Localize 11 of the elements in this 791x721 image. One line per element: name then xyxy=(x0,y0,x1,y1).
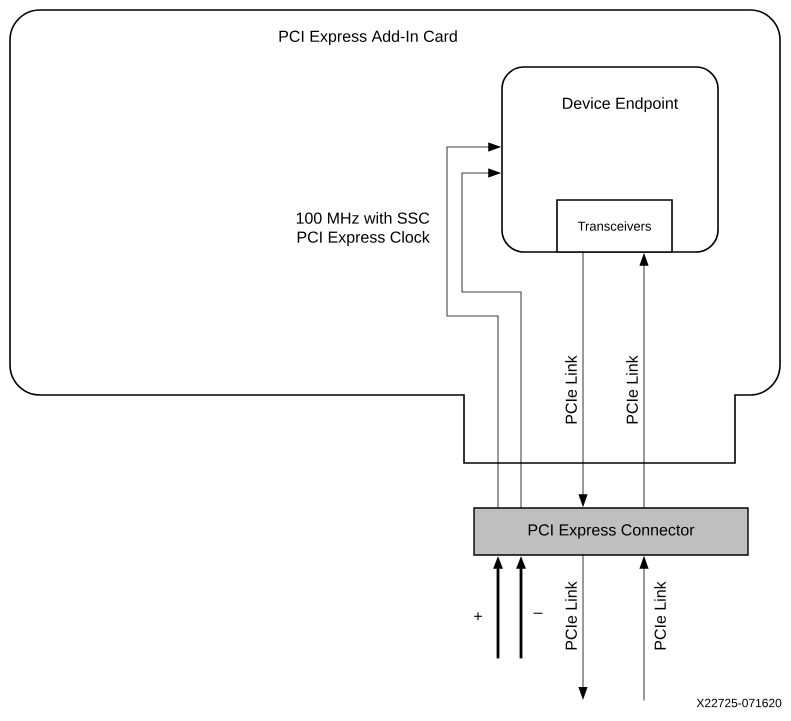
figure-id: X22725-071620 xyxy=(696,698,782,708)
edge-label: PCIe Link xyxy=(654,581,666,650)
edge-label: + xyxy=(474,612,482,620)
edge-label: PCIe Link xyxy=(565,581,577,650)
clock-label: 100 MHz with SSC PCI Express Clock xyxy=(296,212,430,246)
edge-label: PCIe Link xyxy=(565,355,577,424)
edge-label: PCIe Link xyxy=(626,355,638,424)
edge-label: – xyxy=(534,612,542,614)
connector-box: PCI Express Connector xyxy=(473,507,749,556)
arrow xyxy=(462,168,522,508)
transceiver-box: Transceivers xyxy=(556,199,673,253)
